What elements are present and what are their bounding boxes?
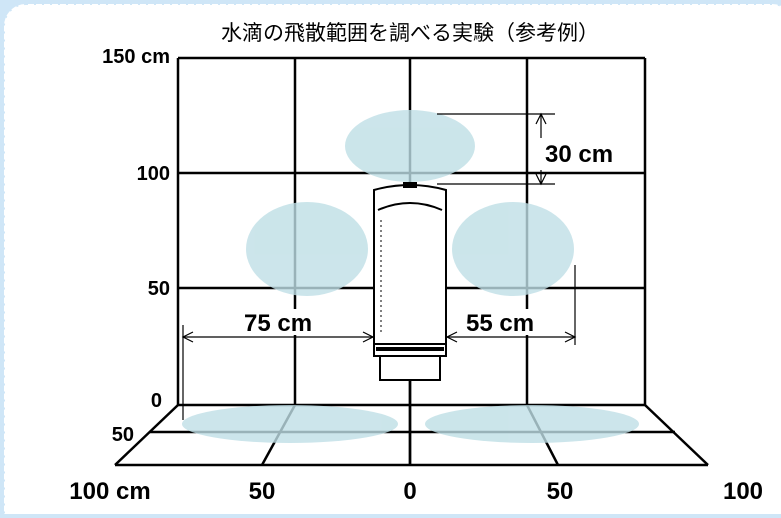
y-label-0: 0 (151, 390, 162, 412)
label-bg-right (462, 309, 558, 335)
y-label-100: 100 (137, 163, 170, 185)
y-label-150: 150 cm (102, 46, 170, 68)
dimension-label-left: 75 cm (244, 310, 312, 337)
x-label-50-left: 50 (249, 478, 276, 505)
splash-top (345, 110, 475, 182)
dimension-label-right: 55 cm (466, 310, 534, 337)
x-label-0: 0 (403, 478, 416, 505)
x-label-100cm-left: 100 cm (69, 478, 150, 505)
diagram-title: 水滴の飛散範囲を調べる実験（参考例） (221, 22, 599, 45)
hand-dryer-icon (373, 182, 447, 465)
splash-right (452, 202, 574, 296)
splash-floor-left (182, 405, 398, 443)
x-label-100-right: 100 (723, 478, 763, 505)
y-label-50: 50 (148, 278, 170, 300)
splash-left (246, 202, 368, 296)
label-bg-top (535, 138, 641, 170)
splash-floor-right (425, 405, 639, 443)
label-bg-left (237, 309, 337, 335)
x-label-50-right: 50 (547, 478, 574, 505)
splash-areas (182, 110, 639, 443)
depth-label-50: 50 (112, 424, 134, 446)
dimension-label-top: 30 cm (545, 141, 613, 168)
dimension-lines (181, 112, 577, 420)
